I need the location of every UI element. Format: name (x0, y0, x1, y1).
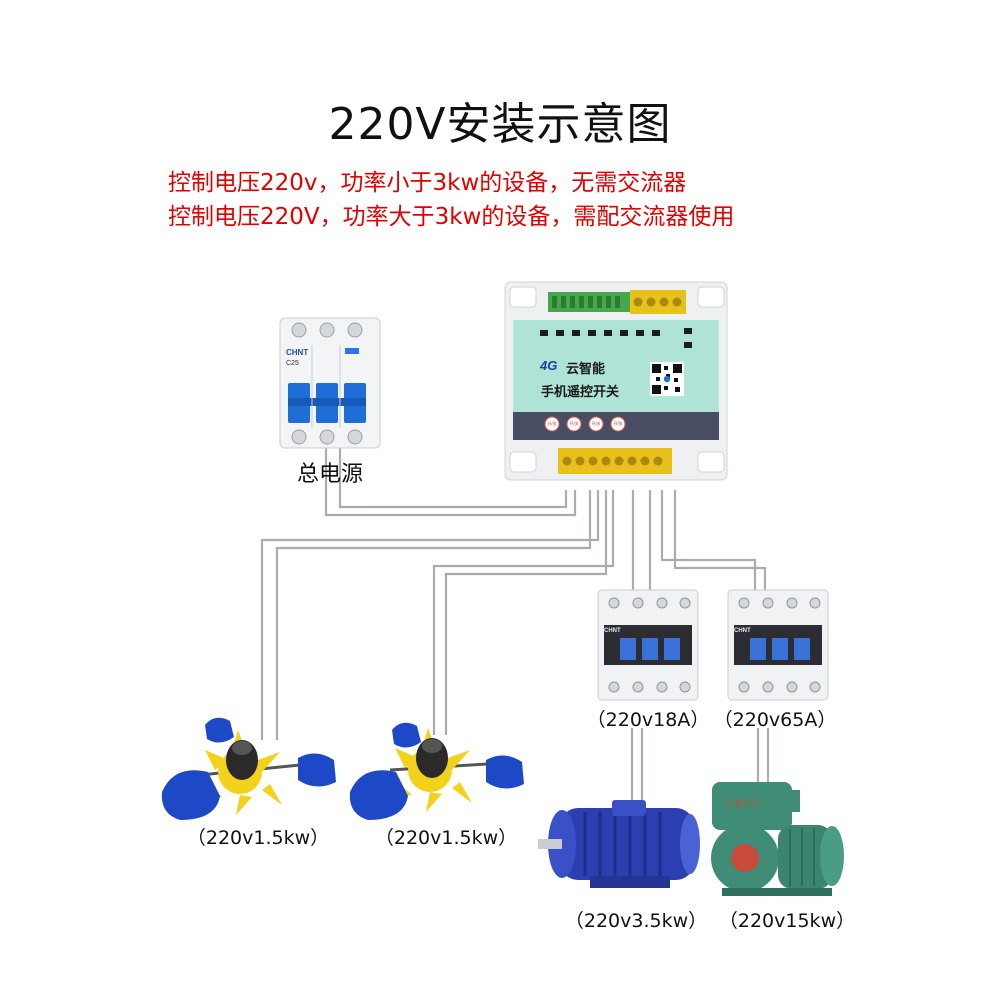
controller-module (504, 281, 728, 481)
top-terminal-yellow (630, 290, 686, 314)
top-terminal-green (548, 292, 630, 312)
indicator-leds (540, 328, 692, 348)
controller-button-1-label: 开/关 (547, 421, 557, 426)
motor-label: （220v3.5kw） (564, 910, 708, 932)
wire-contactor2-a (660, 490, 757, 592)
pump-label: （220v15kw） (718, 910, 856, 932)
water-pump (711, 782, 844, 896)
controller-button-2-label: 开/关 (569, 421, 579, 426)
pump-brand: 上海上元 (724, 799, 761, 809)
contactor-2-brand: CHNT (734, 628, 751, 634)
wire-contactor2-b (673, 490, 767, 592)
controller-title-line1: 云智能 (566, 362, 606, 377)
contactor-1 (597, 589, 699, 701)
controller-button-3-label: 开/关 (591, 421, 601, 426)
bottom-terminal-yellow (558, 448, 672, 474)
electric-motor (538, 800, 700, 888)
aerator-1 (161, 717, 336, 820)
controller-title-line2: 手机遥控开关 (541, 385, 620, 400)
main-breaker (279, 317, 381, 449)
wire-aerator1-b (275, 490, 592, 740)
aerator-1-label: （220v1.5kw） (186, 827, 330, 849)
contactor-2 (727, 589, 829, 701)
controller-buttons (544, 416, 626, 432)
page-title: 220V安装示意图 (328, 99, 672, 150)
controller-badge: 4G (540, 358, 558, 373)
wire-power-1 (324, 440, 577, 517)
note-line-1: 控制电压220v，功率小于3kw的设备，无需交流器 (168, 170, 687, 196)
note-line-2: 控制电压220V，功率大于3kw的设备，需配交流器使用 (168, 204, 735, 230)
qr-code-icon (650, 362, 684, 396)
wire-power-2 (338, 440, 568, 509)
breaker-model: C25 (286, 360, 299, 367)
aerator-2-label: （220v1.5kw） (374, 827, 518, 849)
wire-aerator2-b (444, 490, 608, 735)
aerator-2 (349, 722, 524, 820)
contactor-1-brand: CHNT (604, 628, 621, 634)
contactor-1-label: （220v18A） (586, 709, 710, 731)
wire-aerator2-a (432, 490, 615, 735)
breaker-brand: CHNT (286, 348, 309, 357)
breaker-label: 总电源 (296, 462, 363, 487)
wire-aerator1-a (260, 490, 600, 740)
contactor-2-label: （220v65A） (713, 709, 837, 731)
controller-button-4-label: 开/关 (613, 421, 623, 426)
